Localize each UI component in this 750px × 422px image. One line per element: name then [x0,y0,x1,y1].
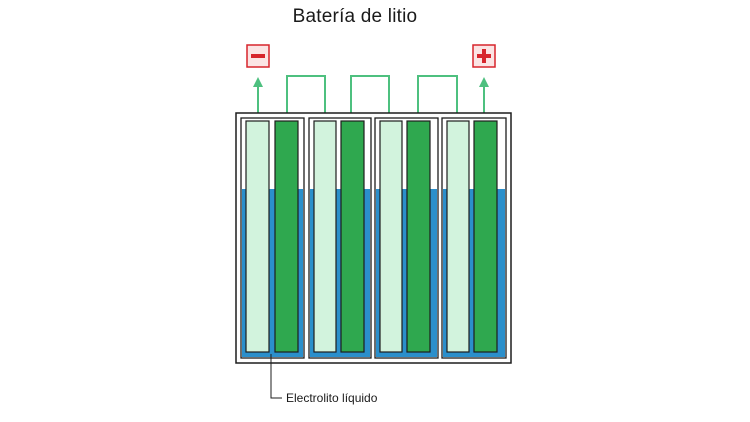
cathode-1 [274,120,299,353]
minus-icon [251,54,265,58]
electrolyte-callout-line [270,354,282,399]
bridge-wire-1 [286,75,326,115]
cell-4 [441,117,507,359]
positive-lead-arrow [479,77,489,87]
electrolyte-label: Electrolito líquido [286,391,378,405]
cathode-2 [340,120,365,353]
anode-4 [446,120,470,353]
battery-cells [240,117,507,359]
cell-2 [308,117,372,359]
anode-2 [313,120,337,353]
bridge-wire-3 [417,75,458,115]
cell-connector-wires [253,75,489,115]
anode-3 [379,120,403,353]
bridge-wire-2 [350,75,390,115]
negative-terminal [246,44,270,68]
diagram-title: Batería de litio [292,6,418,27]
plus-icon [477,49,491,63]
cathode-3 [406,120,431,353]
anode-1 [245,120,270,353]
positive-terminal [472,44,496,68]
cell-3 [374,117,439,359]
negative-lead-arrow [253,77,263,87]
cathode-4 [473,120,498,353]
cell-1 [240,117,305,359]
